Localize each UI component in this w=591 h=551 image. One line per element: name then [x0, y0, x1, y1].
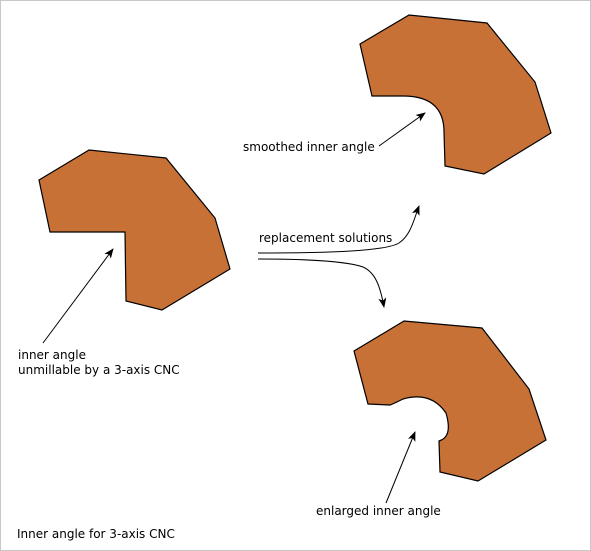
label-inner-angle-line2: unmillable by a 3-axis CNC — [18, 363, 180, 377]
arrow-to-enlarged-angle — [385, 431, 416, 504]
arrow-to-sharp-angle — [42, 248, 114, 344]
label-enlarged-inner-angle: enlarged inner angle — [316, 504, 441, 518]
part-sharp-inner-angle — [38, 149, 231, 311]
arrow-to-smoothed-angle — [378, 112, 426, 147]
label-inner-angle-line1: inner angle — [18, 348, 86, 362]
label-replacement-solutions: replacement solutions — [259, 231, 393, 245]
part-smoothed-inner-angle — [359, 14, 552, 175]
arrow-replacement-down — [257, 258, 387, 308]
arrow-replacement-up — [257, 205, 420, 254]
diagram-caption: Inner angle for 3-axis CNC — [17, 527, 175, 541]
label-smoothed-inner-angle: smoothed inner angle — [243, 140, 375, 154]
part-enlarged-inner-angle — [353, 320, 547, 482]
